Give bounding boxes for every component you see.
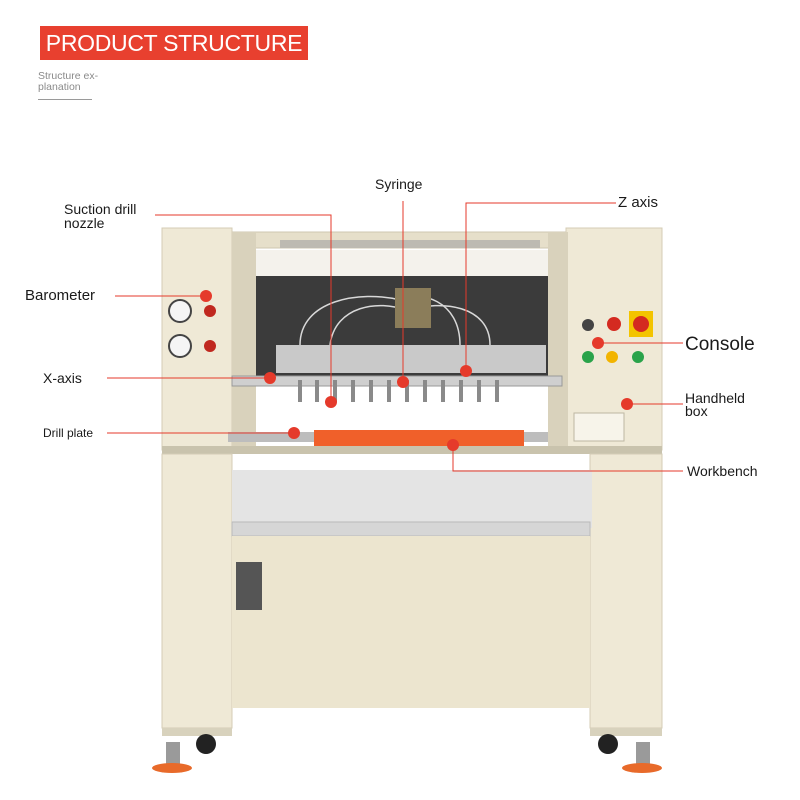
lower-cabinet <box>232 536 590 708</box>
left-column-side <box>232 232 256 452</box>
workbench-leader <box>452 445 683 472</box>
x-axis-marker <box>264 372 276 384</box>
right-column-side <box>548 232 568 452</box>
right-foot-pad <box>622 763 662 773</box>
suction-marker <box>325 396 337 408</box>
suction-leader <box>155 214 332 401</box>
workbench-label: Workbench <box>687 463 758 479</box>
handheld-box-shape <box>573 412 625 442</box>
z-axis-label: Z axis <box>618 194 659 211</box>
nozzle-carriage <box>276 345 546 373</box>
drill-plate-label: Drill plate <box>43 426 94 440</box>
subtitle: Structure ex- planation <box>38 71 118 93</box>
right-caster <box>598 734 618 754</box>
console-green-2 <box>632 351 644 363</box>
z-axis-marker <box>460 365 472 377</box>
right-leg <box>589 453 663 729</box>
subtitle-line-1: Structure ex- <box>38 70 99 82</box>
suction-label-line-1: Suction drill <box>64 201 137 217</box>
emergency-stop <box>633 316 649 332</box>
upper-cavity <box>232 470 592 528</box>
suction-label-line-2: nozzle <box>64 215 105 231</box>
syringe-label: Syringe <box>375 176 423 192</box>
marker-dots <box>200 290 633 451</box>
handheld-label-line-2: box <box>685 403 708 419</box>
gauge-upper <box>168 299 192 323</box>
title-banner: PRODUCT STRUCTURE <box>40 26 308 60</box>
knob-upper <box>204 305 216 317</box>
left-leg <box>161 453 233 729</box>
drill-plate-marker <box>288 427 300 439</box>
workbench-marker <box>447 439 459 451</box>
syringe-block <box>395 288 431 328</box>
back-panel <box>256 250 548 276</box>
x-axis-beam <box>231 375 563 387</box>
workbench-ledge <box>162 446 662 454</box>
syringe-marker <box>397 376 409 388</box>
right-foot-stem <box>636 742 650 764</box>
barometer-marker <box>200 290 212 302</box>
leader-lines <box>107 201 683 472</box>
left-base <box>162 728 232 736</box>
subtitle-line-2: planation <box>38 81 81 93</box>
knob-lower <box>204 340 216 352</box>
handheld-marker <box>621 398 633 410</box>
console-red-button <box>607 317 621 331</box>
gauge-lower <box>168 334 192 358</box>
handheld-label-line-1: Handheld <box>685 390 745 406</box>
x-axis-label: X-axis <box>43 370 82 386</box>
left-caster <box>196 734 216 754</box>
handheld-box-label: Handheld box <box>685 390 745 419</box>
z-axis-leader <box>465 202 616 370</box>
left-foot-stem <box>166 742 180 764</box>
nozzle-group <box>298 380 499 402</box>
barometer-label: Barometer <box>25 287 96 304</box>
guide-rail <box>280 240 540 248</box>
right-base <box>590 728 662 736</box>
console-label: Console <box>685 334 755 355</box>
console-key <box>582 319 594 331</box>
console-yellow <box>606 351 618 363</box>
console-green-1 <box>582 351 594 363</box>
console-marker <box>592 337 604 349</box>
air-regulator <box>236 562 262 610</box>
drill-plate-shape <box>314 430 524 446</box>
tray <box>231 521 591 537</box>
left-foot-pad <box>152 763 192 773</box>
subtitle-underline <box>38 99 92 100</box>
suction-drill-nozzle-label: Suction drill nozzle <box>64 202 136 230</box>
page-title: PRODUCT STRUCTURE <box>45 30 303 56</box>
